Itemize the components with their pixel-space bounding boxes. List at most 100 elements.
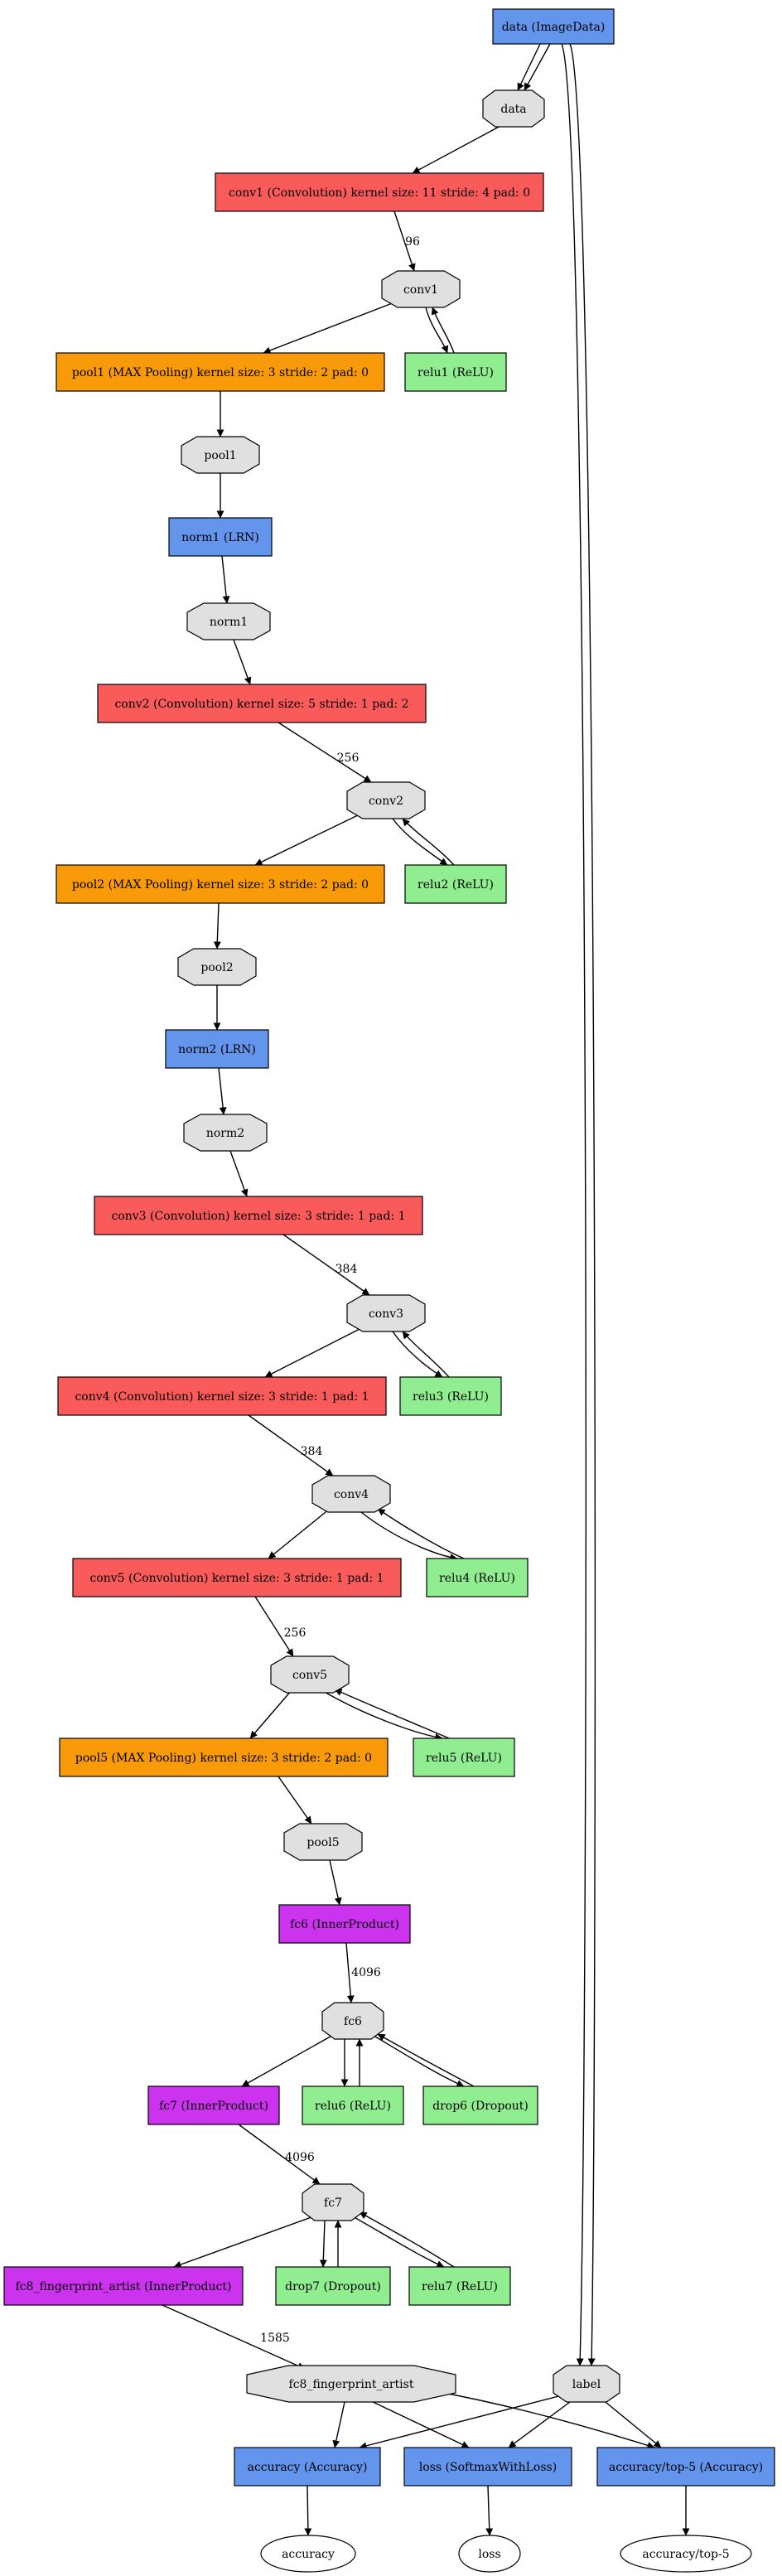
blob-conv1: conv1 [381, 270, 461, 308]
blob-label-shape [553, 2365, 620, 2403]
layer-drop6-shape [422, 2085, 538, 2125]
layer-fc7-label: fc7 (InnerProduct) [159, 2100, 268, 2113]
layer-relu4-shape [426, 1558, 529, 1597]
layer-relu7-label: relu7 (ReLU) [422, 2280, 498, 2293]
edge-fc8-blob-to-loss [369, 2400, 470, 2448]
blob-norm2: norm2 [183, 1114, 268, 1152]
blob-pool1-label: pool1 [204, 449, 236, 462]
layer-pool2-label: pool2 (MAX Pooling) kernel size: 3 strid… [72, 878, 369, 892]
edge-label-conv3: 384 [335, 1263, 358, 1276]
edge-label-conv4: 384 [301, 1445, 323, 1458]
blob-fc8: fc8_fingerprint_artist [246, 2365, 456, 2403]
blob-fc7: fc7 [302, 2183, 364, 2221]
edge-fc8-blob-to-accuracy-top5 [430, 2390, 655, 2449]
blob-pool5-shape [283, 1823, 363, 1861]
edge-conv5-blob-to-pool5 [249, 1689, 292, 1739]
edge-conv4-blob-to-conv5 [268, 1508, 331, 1559]
edge-pool5-blob-to-fc6 [329, 1859, 342, 1906]
blob-pool5: pool5 [283, 1823, 363, 1861]
layer-relu7: relu7 (ReLU) [408, 2266, 511, 2306]
edge-data-to-blob-a [517, 43, 541, 91]
layer-accuracy-shape [234, 2447, 381, 2487]
edge-label-to-loss [508, 2399, 574, 2448]
layer-data: data (ImageData) [492, 8, 615, 45]
blob-pool2-shape [177, 948, 257, 986]
blob-conv2-shape [346, 781, 426, 819]
blob-fc7-shape [302, 2183, 364, 2221]
edge-data-to-label-a [561, 43, 586, 2366]
layer-norm1: norm1 (LRN) [168, 517, 273, 557]
edge-label-conv1: 96 [405, 235, 420, 249]
layer-relu4: relu4 (ReLU) [426, 1558, 529, 1597]
blob-fc6-label: fc6 [344, 2015, 362, 2028]
blob-pool2: pool2 [177, 948, 257, 986]
layer-conv3-label: conv3 (Convolution) kernel size: 3 strid… [111, 1210, 405, 1223]
layer-relu6-shape [302, 2085, 404, 2125]
layer-relu5-shape [413, 1737, 515, 1777]
layer-loss-label: loss (SoftmaxWithLoss) [419, 2461, 557, 2474]
edge-loss-to-output [485, 2485, 494, 2536]
blob-conv4-label: conv4 [334, 1488, 369, 1501]
layer-conv1-label: conv1 (Convolution) kernel size: 11 stri… [229, 186, 530, 200]
blob-conv3-label: conv3 [369, 1307, 403, 1321]
blob-fc6-shape [321, 2002, 384, 2040]
blob-conv1-label: conv1 [403, 283, 438, 297]
edge-conv5-to-blob [254, 1596, 294, 1657]
blob-conv2: conv2 [346, 781, 426, 819]
blob-data-shape [482, 89, 545, 128]
layer-fc8-shape [3, 2266, 244, 2306]
edge-label-fc7: 4096 [285, 2151, 315, 2164]
output-accuracy-label: accuracy [282, 2548, 335, 2561]
blob-norm2-shape [183, 1114, 268, 1152]
blob-norm1-label: norm1 [210, 616, 248, 629]
blob-conv3: conv3 [346, 1294, 426, 1332]
layer-pool1-shape [56, 352, 385, 392]
edge-conv1-to-relu1 [425, 307, 449, 354]
edge-accuracy-to-output [304, 2485, 312, 2536]
edge-norm1-blob-to-conv2 [233, 639, 252, 685]
layer-pool5-label: pool5 (MAX Pooling) kernel size: 3 strid… [75, 1752, 372, 1765]
blob-fc7-label: fc7 [324, 2197, 342, 2210]
blob-fc6: fc6 [321, 2002, 384, 2040]
layer-norm2: norm2 (LRN) [165, 1029, 269, 1069]
blob-pool5-label: pool5 [307, 1836, 339, 1849]
layer-relu6-label: relu6 (ReLU) [315, 2100, 391, 2113]
blob-norm1: norm1 [186, 602, 271, 640]
layer-pool5-shape [59, 1737, 389, 1777]
edge-pool2-to-blob [213, 902, 221, 950]
edge-label-conv2: 256 [337, 752, 360, 765]
edge-conv4-to-blob [248, 1414, 334, 1476]
edge-fc7-to-blob [238, 2124, 321, 2185]
edge-relu1-to-conv1 [431, 307, 455, 354]
edge-relu3-to-conv3 [402, 1331, 450, 1378]
layer-accuracy: accuracy (Accuracy) [234, 2447, 381, 2487]
edge-label-to-accuracy [359, 2393, 569, 2450]
blob-data-label: data [500, 103, 526, 116]
edge-norm2-to-blob [218, 1067, 227, 1115]
layer-norm1-shape [168, 517, 273, 557]
edge-fc8-to-blob [162, 2304, 306, 2370]
layer-pool5: pool5 (MAX Pooling) kernel size: 3 strid… [59, 1737, 389, 1777]
output-accuracy: accuracy [260, 2535, 356, 2573]
blob-conv3-shape [346, 1294, 426, 1332]
layer-fc8-label: fc8_fingerprint_artist (InnerProduct) [16, 2280, 232, 2293]
edge-conv3-to-blob [282, 1234, 370, 1296]
edge-fc7-blob-to-fc8 [173, 2214, 319, 2269]
edge-fc6-blob-to-fc7 [241, 2033, 335, 2087]
layer-accuracy-top5: accuracy/top-5 (Accuracy) [596, 2447, 775, 2487]
layer-conv1-shape [215, 172, 544, 212]
layer-relu4-label: relu4 (ReLU) [439, 1572, 515, 1585]
edge-conv1-to-blob [393, 210, 416, 272]
edge-conv3-to-relu3 [392, 1331, 443, 1378]
blob-norm1-shape [186, 602, 271, 640]
edge-norm2-blob-to-conv3 [229, 1150, 249, 1197]
edge-label-to-accuracy-top5 [601, 2398, 662, 2448]
layer-relu7-shape [408, 2266, 511, 2306]
blob-pool1-shape [181, 436, 260, 474]
edge-conv2-blob-to-pool2 [254, 813, 362, 866]
edge-norm1-to-blob [221, 555, 230, 604]
output-accuracy-top5: accuracy/top-5 [620, 2535, 752, 2573]
layer-fc7: fc7 (InnerProduct) [147, 2085, 280, 2125]
layer-conv2-label: conv2 (Convolution) kernel size: 5 strid… [114, 698, 408, 711]
edge-data-to-blob-b [524, 43, 551, 91]
